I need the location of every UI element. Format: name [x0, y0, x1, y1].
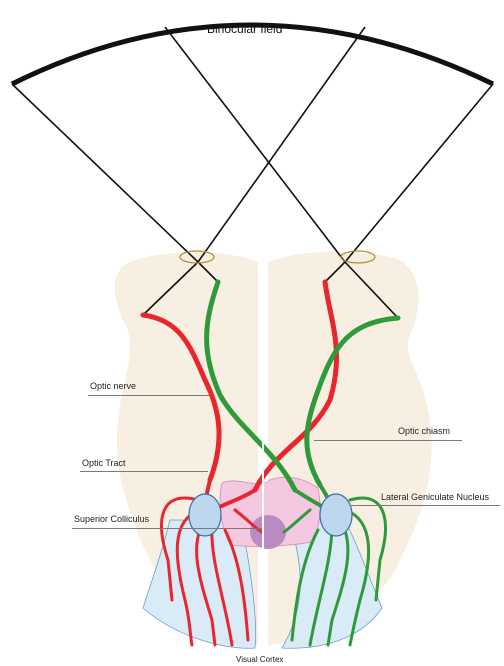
optic-nerve-leader — [88, 395, 210, 396]
visual-cortex-label: Visual Cortex — [236, 654, 283, 665]
superior-colliculus-label: Superior Colliculus — [74, 514, 149, 525]
lateral-geniculate-nucleus-leader — [350, 505, 500, 506]
lateral-geniculate-nucleus-label: Lateral Geniculate Nucleus — [381, 492, 489, 503]
field-line-right-inner — [165, 27, 345, 262]
optic-chiasm-leader — [314, 440, 462, 441]
field-line-left-outer — [12, 84, 198, 262]
superior-colliculus-leader — [72, 528, 262, 529]
optic-tract-label: Optic Tract — [82, 458, 126, 469]
optic-chiasm-label: Optic chiasm — [398, 426, 450, 437]
binocular-field-title: Binocular field — [207, 24, 282, 35]
superior-colliculus — [250, 515, 286, 549]
optic-tract-leader — [80, 471, 208, 472]
field-line-right-outer — [345, 84, 493, 262]
field-line-left-inner — [198, 27, 365, 262]
right-lateral-geniculate-nucleus — [320, 494, 352, 536]
optic-nerve-label: Optic nerve — [90, 381, 136, 392]
left-lateral-geniculate-nucleus — [189, 494, 221, 536]
